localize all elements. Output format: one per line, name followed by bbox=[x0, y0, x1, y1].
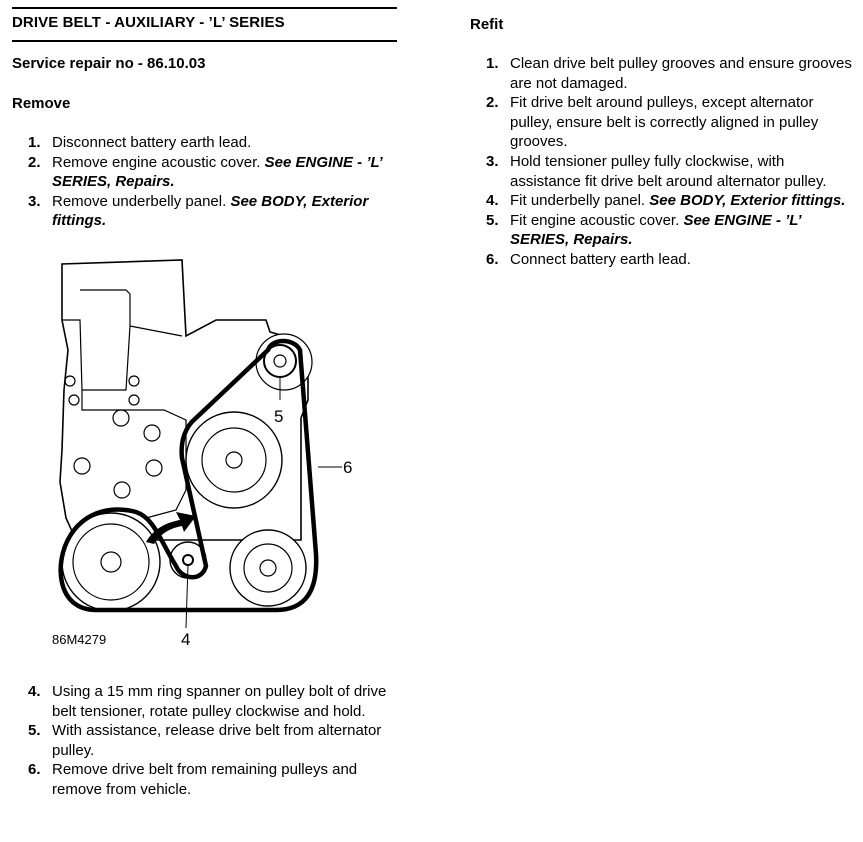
step-text: Fit underbelly panel. bbox=[510, 192, 650, 210]
step-number: 2. bbox=[486, 94, 499, 112]
cross-reference: See ENGINE - ’L’ SERIES, Repairs. bbox=[52, 153, 383, 191]
cross-reference: See ENGINE - ’L’ SERIES, Repairs. bbox=[510, 211, 801, 249]
step-text: Remove underbelly panel. bbox=[52, 192, 231, 210]
refit-heading: Refit bbox=[470, 16, 504, 33]
refit-step-1: 1. Clean drive belt pulley grooves and en… bbox=[470, 54, 855, 93]
step-text: Fit drive belt around pulleys, except al… bbox=[510, 94, 819, 151]
step-number: 5. bbox=[28, 722, 41, 740]
remove-step-1: 1. Disconnect battery earth lead. bbox=[12, 133, 397, 153]
step-number: 1. bbox=[28, 134, 41, 151]
step-text: Using a 15 mm ring spanner on pulley bol… bbox=[52, 683, 387, 720]
rotation-arrow bbox=[146, 512, 196, 544]
centre-pulley-inner bbox=[201, 427, 267, 493]
step-text: With assistance, release drive belt from… bbox=[52, 722, 382, 759]
callout-4: 4 bbox=[181, 630, 190, 649]
cross-reference: See BODY, Exterior fittings. bbox=[52, 192, 369, 230]
bolt-hole bbox=[64, 375, 76, 387]
bolt-hole bbox=[112, 409, 130, 427]
figure-code: 86M4279 bbox=[52, 632, 106, 647]
step-text: Remove drive belt from remaining pulleys… bbox=[52, 761, 358, 798]
bolt-hole bbox=[128, 394, 140, 406]
engine-block-detail bbox=[129, 325, 183, 337]
step-text: Clean drive belt pulley grooves and ensu… bbox=[510, 55, 852, 92]
step-number: 6. bbox=[486, 250, 499, 268]
crankshaft-pulley-inner bbox=[72, 523, 150, 601]
bolt-hole bbox=[68, 394, 80, 406]
step-number: 6. bbox=[28, 761, 41, 779]
centre-pulley bbox=[185, 411, 283, 509]
crankshaft-pulley-hub bbox=[100, 551, 122, 573]
step-number: 4. bbox=[486, 192, 499, 210]
remove-step-3: 3. Remove underbelly panel. See BODY, Ext… bbox=[12, 192, 397, 231]
remove-steps-list-b: 4. Using a 15 mm ring spanner on pulley b… bbox=[12, 682, 397, 800]
step-text: Disconnect battery earth lead. bbox=[52, 134, 252, 151]
callout-5: 5 bbox=[274, 407, 283, 426]
bolt-hole bbox=[145, 459, 163, 477]
step-text: Remove engine acoustic cover. bbox=[52, 153, 265, 171]
cross-reference: See BODY, Exterior fittings. bbox=[649, 192, 846, 210]
remove-step-4: 4. Using a 15 mm ring spanner on pulley b… bbox=[12, 682, 397, 721]
alternator-pulley-hub bbox=[273, 354, 287, 368]
service-repair-number: Service repair no - 86.10.03 bbox=[12, 55, 206, 72]
step-number: 4. bbox=[28, 683, 41, 700]
drive-belt bbox=[58, 338, 319, 613]
lower-right-pulley bbox=[229, 529, 307, 607]
callout-6: 6 bbox=[343, 458, 352, 477]
engine-block-outline bbox=[59, 259, 309, 541]
refit-step-2: 2. Fit drive belt around pulleys, except … bbox=[470, 93, 855, 152]
refit-step-4: 4. Fit underbelly panel. See BODY, Exteri… bbox=[470, 191, 855, 211]
engine-block-detail bbox=[62, 289, 131, 391]
bolt-hole bbox=[143, 424, 161, 442]
lower-right-pulley-hub bbox=[259, 559, 277, 577]
header-rule-top bbox=[12, 7, 397, 9]
refit-steps-list: 1. Clean drive belt pulley grooves and en… bbox=[470, 54, 855, 270]
remove-steps-list-a: 1. Disconnect battery earth lead. 2. Remov… bbox=[12, 133, 397, 231]
bolt-hole bbox=[73, 457, 91, 475]
step-number: 3. bbox=[28, 192, 41, 210]
remove-step-2: 2. Remove engine acoustic cover. See ENGI… bbox=[12, 153, 397, 192]
remove-step-5: 5. With assistance, release drive belt fr… bbox=[12, 721, 397, 760]
remove-heading: Remove bbox=[12, 95, 71, 112]
centre-pulley-hub bbox=[225, 451, 243, 469]
step-text: Connect battery earth lead. bbox=[510, 250, 691, 268]
drive-belt-diagram: 5 6 4 86M4279 bbox=[52, 259, 352, 649]
refit-step-5: 5. Fit engine acoustic cover. See ENGINE … bbox=[470, 211, 855, 250]
refit-step-6: 6. Connect battery earth lead. bbox=[470, 250, 855, 270]
bolt-hole bbox=[128, 375, 140, 387]
refit-step-3: 3. Hold tensioner pulley fully clockwise,… bbox=[470, 152, 855, 191]
step-number: 5. bbox=[486, 211, 499, 229]
step-number: 3. bbox=[486, 152, 499, 170]
step-text: Hold tensioner pulley fully clockwise, w… bbox=[510, 152, 827, 190]
remove-step-6: 6. Remove drive belt from remaining pulle… bbox=[12, 760, 397, 799]
lower-right-pulley-inner bbox=[243, 543, 293, 593]
bolt-hole bbox=[113, 481, 131, 499]
page-title: DRIVE BELT - AUXILIARY - ’L’ SERIES bbox=[12, 14, 285, 31]
step-text: Fit engine acoustic cover. bbox=[510, 211, 684, 229]
step-number: 2. bbox=[28, 153, 41, 171]
leader-line-4 bbox=[185, 563, 189, 629]
header-rule-bottom bbox=[12, 40, 397, 42]
step-number: 1. bbox=[486, 55, 499, 72]
engine-block-detail bbox=[81, 390, 187, 519]
